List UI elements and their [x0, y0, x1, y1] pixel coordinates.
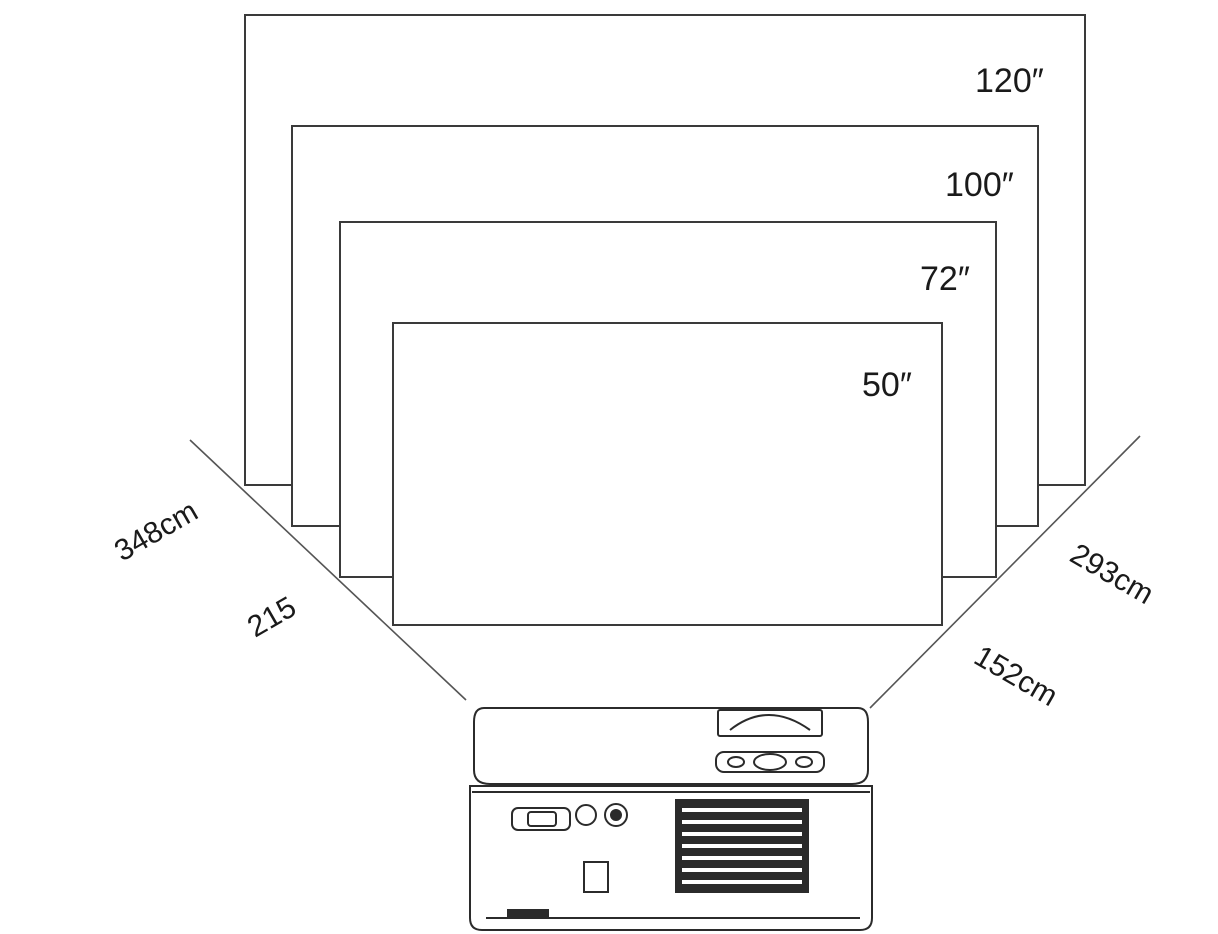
focus-wheel — [717, 709, 823, 737]
bottom-vent — [507, 909, 549, 919]
distance-right-near: 152cm — [969, 639, 1063, 713]
screen-120-label: 120″ — [975, 62, 1044, 100]
usb-slot — [583, 861, 609, 893]
focus-wheel-ridge — [729, 714, 811, 731]
screen-72-label: 72″ — [920, 260, 970, 298]
power-jack-inner — [610, 809, 622, 821]
left-projection-line — [189, 439, 467, 701]
distance-left-far: 348cm — [109, 494, 203, 568]
screen-50-label: 50″ — [862, 366, 912, 404]
ir-sensor — [575, 804, 597, 826]
vent-slats — [682, 808, 802, 884]
screen-50-frame — [392, 322, 943, 626]
control-center-button — [753, 753, 787, 771]
vga-port-inner — [527, 811, 557, 827]
projection-lines — [189, 435, 1141, 709]
screens — [244, 14, 1086, 626]
projector-illustration — [469, 707, 873, 931]
distance-right-far: 293cm — [1065, 537, 1159, 611]
control-left-button — [727, 756, 745, 768]
screen-100-label: 100″ — [945, 166, 1014, 204]
control-right-button — [795, 756, 813, 768]
distance-left-near: 215 — [242, 590, 302, 644]
right-projection-line — [869, 435, 1141, 709]
screen-50 — [392, 322, 943, 626]
